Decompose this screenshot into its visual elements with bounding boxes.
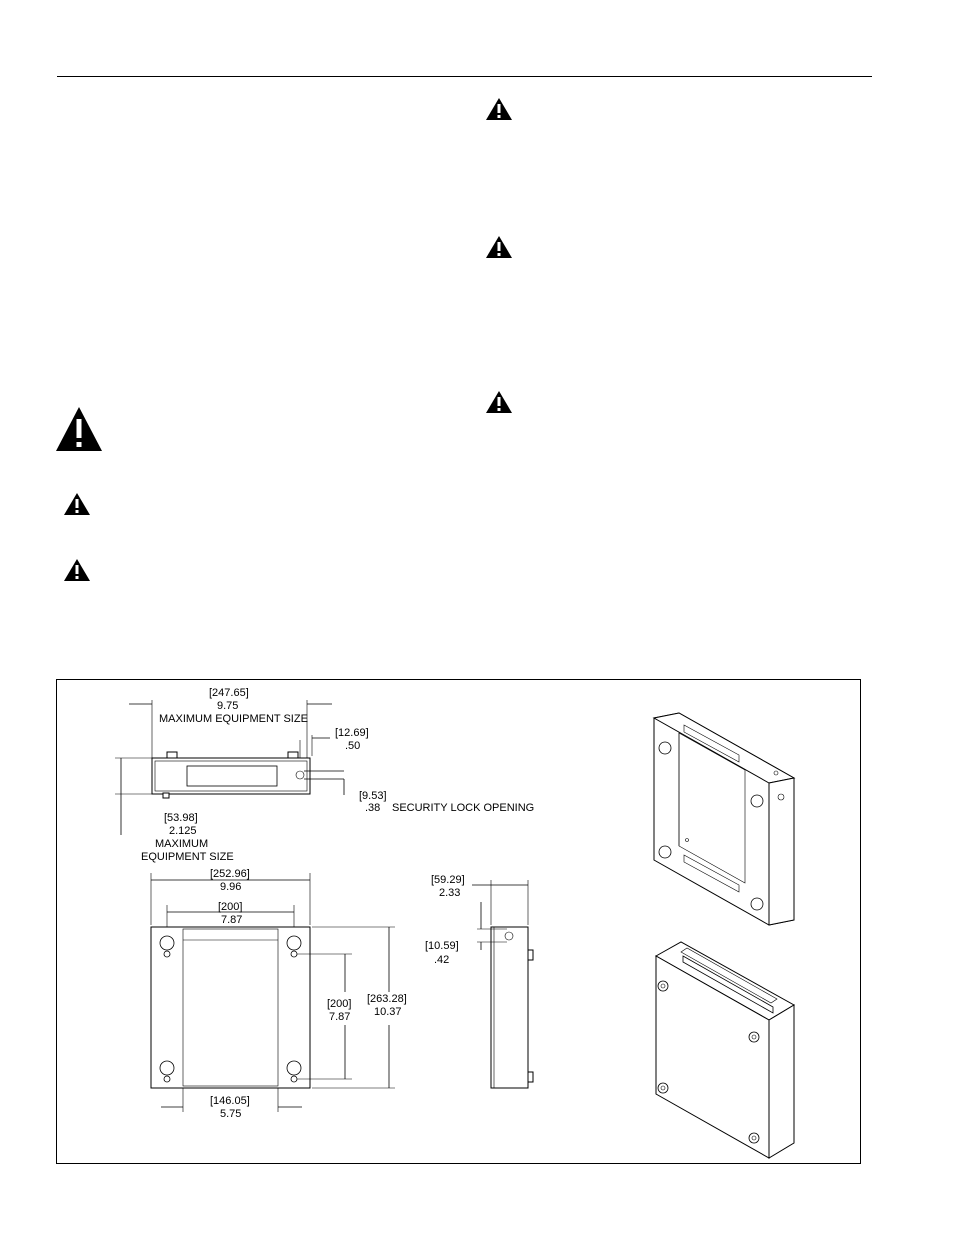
side-depth-mm: [59.29] [431,874,465,886]
top-width-mm: [247.65] [209,687,249,699]
warning-icon-right-3 [486,391,512,413]
front-height-in: 10.37 [374,1006,402,1018]
isometric-view-back [654,941,795,1159]
height-label-2: EQUIPMENT SIZE [141,851,234,863]
hole-spacing-h-mm: [200] [218,901,242,913]
height-mm: [53.98] [164,812,198,824]
side-depth-in: 2.33 [439,887,460,899]
keyhole-bottom-left [159,1060,175,1083]
lock-label: SECURITY LOCK OPENING [392,802,534,814]
height-in: 2.125 [169,825,197,837]
isometric-view-front [652,712,796,926]
top-width-label: MAXIMUM EQUIPMENT SIZE [159,713,308,725]
top-width-in: 9.75 [217,700,238,712]
height-label-1: MAXIMUM [155,838,208,850]
front-view-body [150,926,311,1089]
screw-heads [657,980,760,1144]
lock-size-in: .38 [365,802,380,814]
lock-size-mm: [9.53] [359,790,387,802]
header-rule [57,76,872,77]
dimension-drawing: [247.65] 9.75 MAXIMUM EQUIPMENT SIZE [12… [115,687,796,1159]
bottom-width-in: 5.75 [220,1108,241,1120]
dimension-drawing-figure: [247.65] 9.75 MAXIMUM EQUIPMENT SIZE [12… [56,679,861,1164]
side-offset-mm: [10.59] [425,940,459,952]
top-view-slot [186,765,278,787]
warning-icon-right-2 [486,236,512,258]
top-view: [247.65] 9.75 MAXIMUM EQUIPMENT SIZE [12… [115,687,534,863]
front-height-mm: [263.28] [367,993,407,1005]
front-view: [252.96] 9.96 [200] 7.87 [200] 7.87 [150,868,407,1120]
hole-spacing-h-in: 7.87 [221,914,242,926]
warning-icon-left-1 [64,493,90,515]
warning-icon-left-large [56,407,102,451]
front-width-in: 9.96 [220,881,241,893]
side-view-body [490,926,529,1089]
top-view-body [151,757,311,795]
side-offset-in: .42 [434,954,449,966]
side-view: [59.29] 2.33 [10.59] .42 [425,874,534,1089]
hole-spacing-v-mm: [200] [327,998,351,1010]
lock-offset-mm: [12.69] [335,727,369,739]
front-width-mm: [252.96] [210,868,250,880]
warning-icon-right-1 [486,98,512,120]
keyhole-top-left [159,935,175,958]
lock-offset-in: .50 [345,740,360,752]
warning-icon-left-2 [64,559,90,581]
bottom-width-mm: [146.05] [210,1095,250,1107]
hole-spacing-v-in: 7.87 [329,1011,350,1023]
